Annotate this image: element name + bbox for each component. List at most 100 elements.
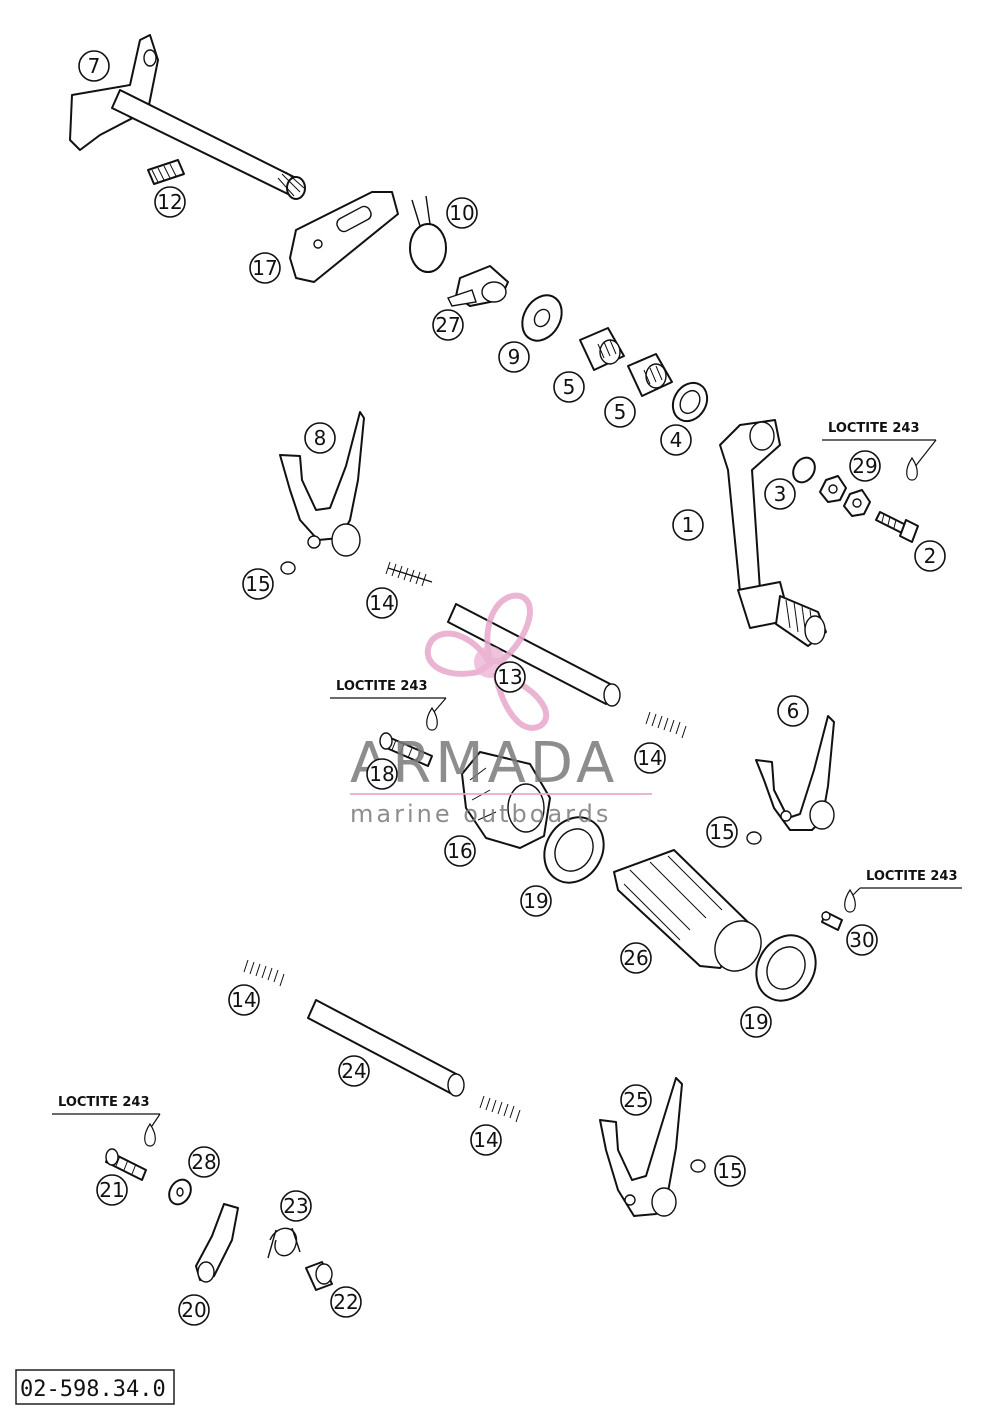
shift-fork-25 (599, 1077, 683, 1217)
callout-circle (330, 1286, 362, 1318)
spring-14-d (479, 1095, 521, 1123)
callout-number: 30 (849, 928, 874, 952)
callout-26: 26 (620, 942, 652, 974)
callout-number: 6 (787, 699, 800, 723)
callout-number: 15 (245, 572, 270, 596)
callout-10: 10 (446, 197, 478, 229)
callout-28: 28 (188, 1146, 220, 1178)
callout-2: 2 (914, 540, 946, 572)
callout-5a: 5 (553, 371, 585, 403)
callout-number: 10 (449, 201, 474, 225)
callout-number: 3 (774, 482, 787, 506)
callout-circle (604, 396, 636, 428)
callout-number: 1 (682, 513, 695, 537)
torsion-spring (267, 1227, 301, 1259)
callout-circle (620, 942, 652, 974)
callout-number: 12 (157, 190, 182, 214)
callout-4: 4 (660, 424, 692, 456)
callout-9: 9 (498, 341, 530, 373)
callout-7: 7 (78, 50, 110, 82)
callout-circle (188, 1146, 220, 1178)
callout-circle (242, 568, 274, 600)
callout-22: 22 (330, 1286, 362, 1318)
callout-circle (96, 1174, 128, 1206)
screw-30 (821, 911, 843, 931)
callout-circle (249, 252, 281, 284)
loctite-note-3: LOCTITE 243 (844, 869, 962, 913)
callout-number: 5 (614, 400, 627, 424)
callout-13: 13 (494, 661, 526, 693)
shift-lever (719, 419, 827, 647)
callout-number: 7 (88, 54, 101, 78)
callout-1: 1 (672, 509, 704, 541)
callout-circle (228, 984, 260, 1016)
callout-14b: 14 (634, 742, 666, 774)
callout-number: 9 (508, 345, 521, 369)
propeller-logo-icon (424, 592, 550, 731)
callout-number: 13 (497, 665, 522, 689)
callout-number: 28 (191, 1150, 216, 1174)
drop-icon (844, 888, 856, 913)
callout-12: 12 (154, 186, 186, 218)
callout-circle (714, 1155, 746, 1187)
watermark-subtitle: marine outboards (350, 800, 611, 828)
callout-circle (764, 478, 796, 510)
callout-23: 23 (280, 1190, 312, 1222)
callout-circle (498, 341, 530, 373)
needle-bearing-lower (627, 353, 673, 397)
callout-number: 14 (637, 746, 662, 770)
shift-fork-6 (755, 715, 835, 831)
callout-21: 21 (96, 1174, 128, 1206)
callout-number: 18 (369, 762, 394, 786)
callout-27: 27 (432, 309, 464, 341)
callout-circle (78, 50, 110, 82)
callout-14c: 14 (228, 984, 260, 1016)
loctite-label: LOCTITE 243 (828, 421, 920, 436)
loctite-label: LOCTITE 243 (336, 679, 428, 694)
callout-number: 14 (231, 988, 256, 1012)
callout-number: 8 (314, 426, 327, 450)
callout-20: 20 (178, 1294, 210, 1326)
callout-29: 29 (849, 450, 881, 482)
drop-icon (426, 706, 438, 731)
callout-5b: 5 (604, 396, 636, 428)
bolt-2 (875, 511, 919, 543)
callout-circle (520, 885, 552, 917)
loctite-note-4: LOCTITE 243 (52, 1095, 161, 1147)
callout-3: 3 (764, 478, 796, 510)
callout-circle (280, 1190, 312, 1222)
callout-circle (444, 835, 476, 867)
callout-number: 29 (852, 454, 877, 478)
callout-24: 24 (338, 1055, 370, 1087)
guide-piece (447, 265, 509, 307)
bearing-19-a (543, 816, 605, 884)
ratchet-lever (195, 1203, 239, 1283)
callout-circle (660, 424, 692, 456)
callout-number: 20 (181, 1298, 206, 1322)
callout-number: 17 (252, 256, 277, 280)
callout-number: 26 (623, 946, 648, 970)
callout-circle (706, 816, 738, 848)
callout-number: 5 (563, 375, 576, 399)
callout-14d: 14 (470, 1124, 502, 1156)
callout-number: 24 (341, 1059, 366, 1083)
callout-number: 15 (717, 1159, 742, 1183)
shift-shaft (69, 34, 306, 200)
shift-plate (289, 191, 399, 283)
callout-circle (304, 422, 336, 454)
callout-circle (178, 1294, 210, 1326)
bolt-21 (105, 1148, 147, 1181)
spring-14-b (645, 711, 687, 739)
callout-18: 18 (366, 758, 398, 790)
callout-16: 16 (444, 835, 476, 867)
callout-circle (777, 695, 809, 727)
ball-15-c (690, 1159, 706, 1173)
callout-number: 4 (670, 428, 683, 452)
callout-circle (849, 450, 881, 482)
needle-bearing-upper (579, 327, 625, 371)
callout-number: 22 (333, 1290, 358, 1314)
spring-14-c (243, 959, 285, 987)
ball-15-b (746, 831, 762, 845)
loctite-note-2: LOCTITE 243 (330, 679, 447, 731)
bearing-19-b (755, 934, 817, 1002)
